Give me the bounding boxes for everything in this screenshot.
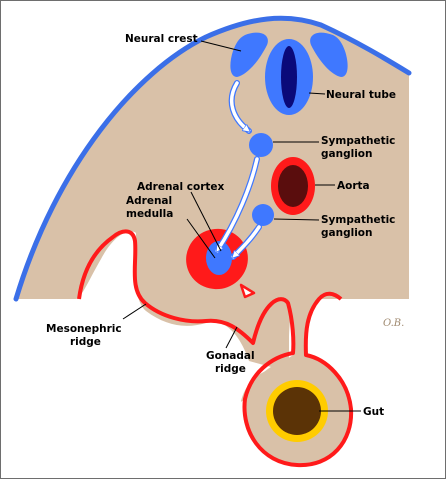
label-sympathetic-ganglion-upper-1: Sympathetic — [321, 135, 395, 147]
label-gonadal-ridge-1: Gonadal — [206, 350, 255, 362]
label-neural-crest: Neural crest — [125, 33, 198, 45]
gut-lumen — [273, 387, 321, 435]
mesoderm-outline — [77, 229, 354, 468]
label-aorta: Aorta — [337, 180, 370, 192]
label-mesonephric-ridge-2: ridge — [70, 336, 101, 348]
aorta-lumen — [278, 165, 308, 207]
label-gonadal-ridge-2: ridge — [215, 363, 246, 375]
migration-arrow-cortex-origin — [239, 283, 256, 299]
author-signature: O.B. — [383, 318, 404, 329]
sympathetic-ganglion-lower — [252, 204, 274, 226]
neural-tube-lumen — [281, 46, 297, 108]
leader-lines — [122, 40, 361, 412]
label-gut: Gut — [363, 406, 384, 418]
sympathetic-ganglion-upper — [249, 133, 273, 157]
label-adrenal-medulla-2: medulla — [126, 208, 173, 220]
ectoderm-outline — [13, 15, 412, 302]
label-neural-tube: Neural tube — [326, 89, 396, 101]
label-adrenal-medulla-1: Adrenal — [126, 195, 172, 207]
label-sympathetic-ganglion-upper-2: ganglion — [321, 148, 372, 160]
label-sympathetic-ganglion-lower-2: ganglion — [321, 227, 372, 239]
neural-crest-left — [230, 32, 268, 77]
neural-crest-right — [310, 32, 348, 77]
label-sympathetic-ganglion-lower-1: Sympathetic — [321, 214, 395, 226]
label-adrenal-cortex: Adrenal cortex — [137, 181, 225, 193]
label-mesonephric-ridge-1: Mesonephric — [46, 323, 122, 335]
adrenal-medulla — [206, 241, 232, 275]
